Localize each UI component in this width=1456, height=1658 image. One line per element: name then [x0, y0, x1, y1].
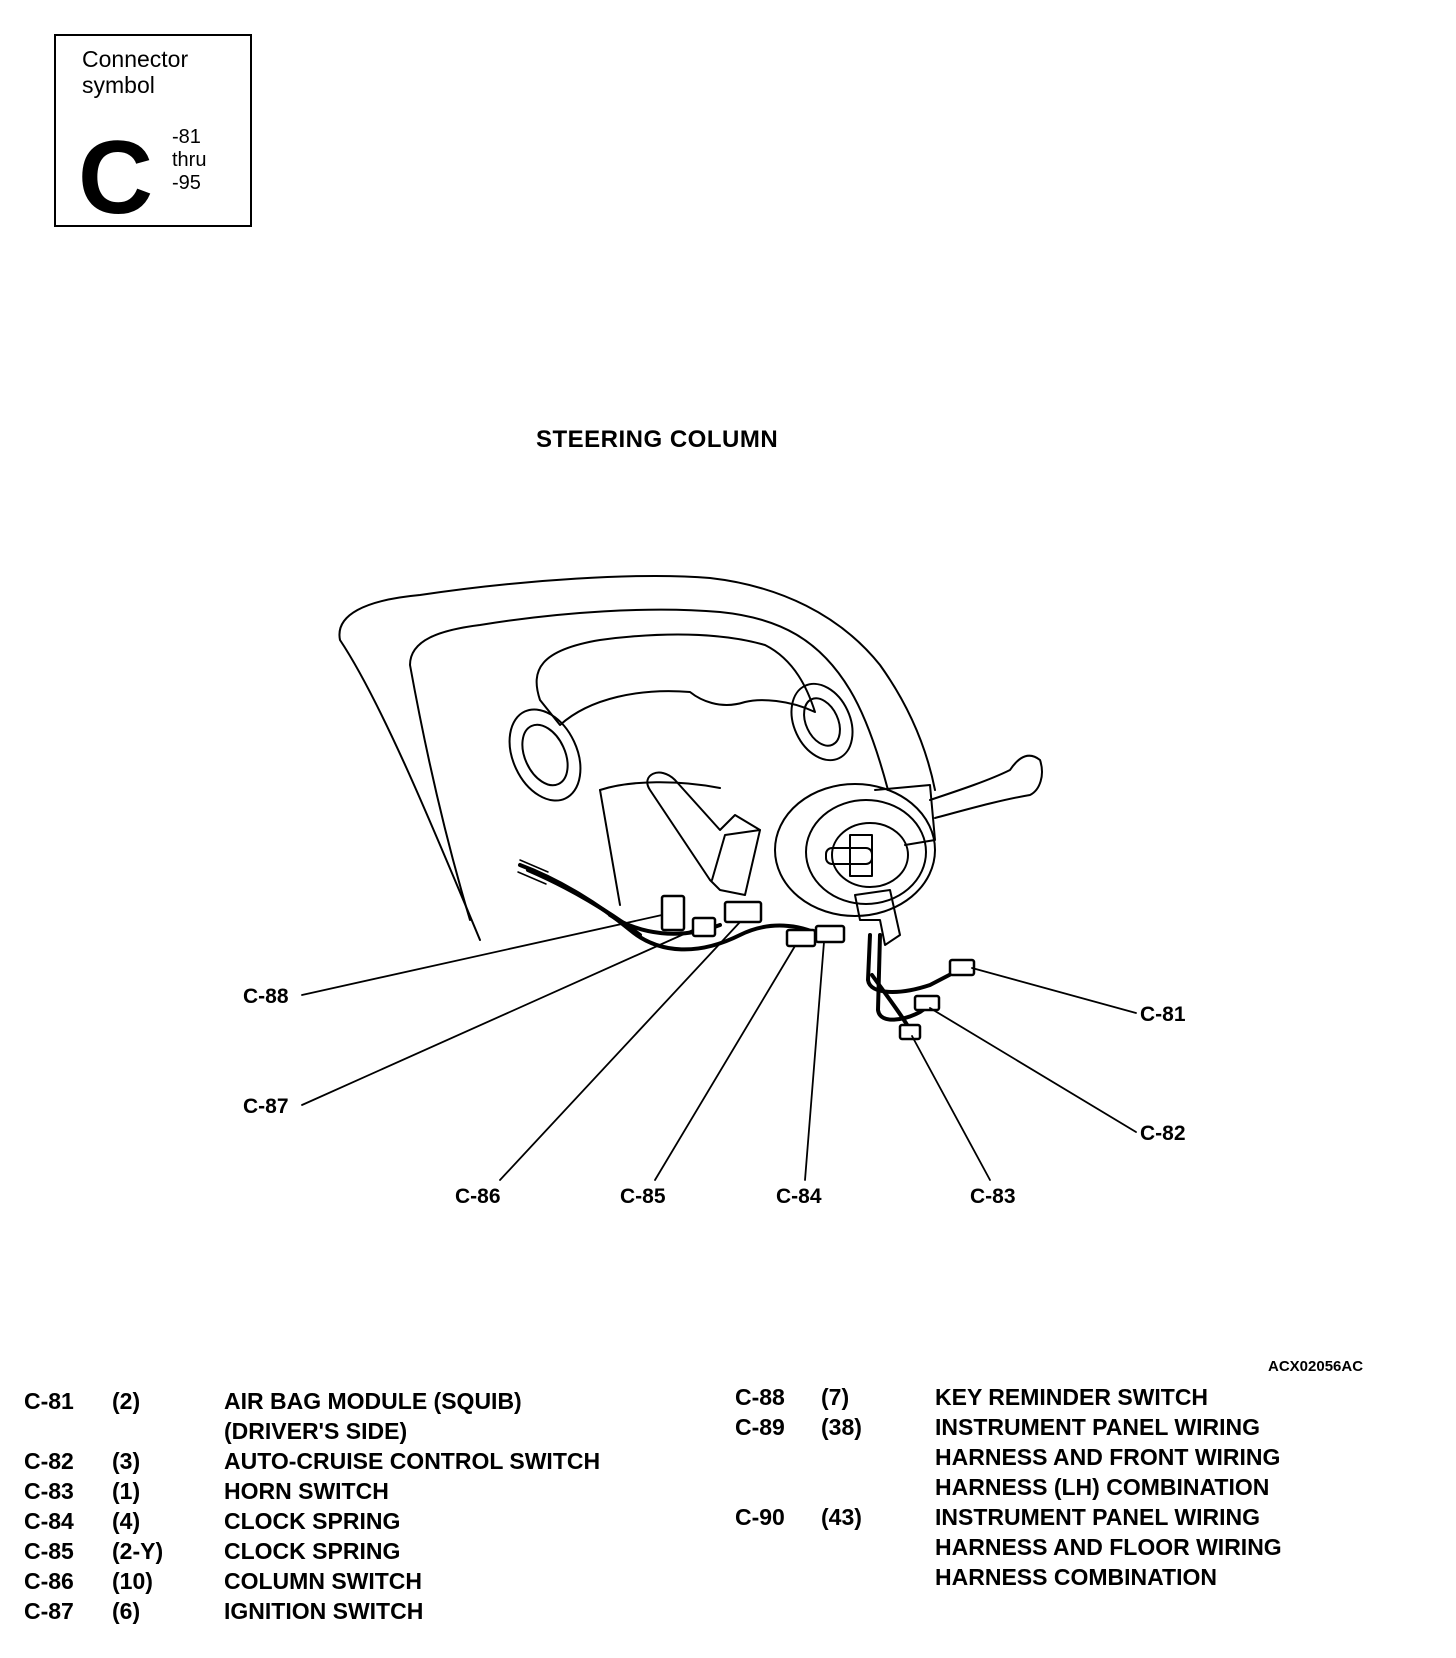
connector-description: HARNESS AND FRONT WIRING [935, 1444, 1281, 1470]
connector-id: C-87 [24, 1598, 74, 1624]
left-stalk [646, 771, 761, 896]
leader-c84 [804, 941, 825, 1181]
connector-c81 [948, 958, 976, 977]
column-hub [774, 783, 936, 917]
connector-id: C-89 [735, 1414, 785, 1440]
connector-id: C-88 [735, 1384, 785, 1410]
diagram-title: STEERING COLUMN [536, 426, 779, 453]
callout-c86: C-86 [455, 1185, 501, 1208]
leader-c82 [929, 1007, 1137, 1133]
connector-id: C-83 [24, 1478, 74, 1504]
callout-c88: C-88 [243, 985, 289, 1008]
callout-c84: C-84 [776, 1185, 822, 1208]
callout-c82: C-82 [1140, 1122, 1186, 1145]
connector-c82 [913, 994, 941, 1012]
part-number: ACX02056AC [1268, 1358, 1364, 1375]
right-stalk [929, 754, 1043, 819]
pin-count: (10) [112, 1568, 153, 1594]
connector-range: -81 thru -95 [172, 126, 206, 195]
pin-count: (2-Y) [112, 1538, 164, 1564]
connector-description: HORN SWITCH [224, 1478, 389, 1504]
pin-count: (6) [112, 1598, 141, 1624]
connector-description: CLOCK SPRING [224, 1508, 401, 1534]
range-end: -95 [172, 172, 201, 194]
connector-description: HARNESS (LH) COMBINATION [935, 1474, 1270, 1500]
connector-c87 [691, 916, 717, 938]
connector-description: KEY REMINDER SWITCH [935, 1384, 1209, 1410]
connector-description: AIR BAG MODULE (SQUIB) [224, 1388, 522, 1414]
leader-c81 [971, 967, 1137, 1014]
connector-blocks [660, 894, 976, 1041]
connector-id: C-86 [24, 1568, 74, 1594]
connector-description: HARNESS AND FLOOR WIRING [935, 1534, 1282, 1560]
connector-description: COLUMN SWITCH [224, 1568, 423, 1594]
pin-count: (43) [821, 1504, 862, 1530]
wiring-harness [518, 863, 957, 1032]
leader-c85 [654, 945, 796, 1181]
pin-count: (4) [112, 1508, 141, 1534]
connector-description: IGNITION SWITCH [224, 1598, 424, 1624]
connector-c83 [898, 1023, 922, 1041]
range-thru: thru [172, 149, 207, 171]
connector-description: AUTO-CRUISE CONTROL SWITCH [224, 1448, 601, 1474]
harness-end [517, 859, 551, 885]
connector-description: HARNESS COMBINATION [935, 1564, 1217, 1590]
leader-c87 [301, 929, 694, 1106]
leader-lines [301, 914, 1137, 1181]
connector-id: C-81 [24, 1388, 74, 1414]
connector-c88 [660, 894, 686, 932]
leader-c83 [911, 1035, 991, 1181]
range-start: -81 [172, 126, 201, 148]
connector-description: (DRIVER'S SIDE) [224, 1418, 408, 1444]
connector-id: C-90 [735, 1504, 785, 1530]
connector-c84 [814, 924, 846, 944]
clock-spring-bracket [854, 889, 901, 946]
connector-description: INSTRUMENT PANEL WIRING [935, 1414, 1260, 1440]
connector-id: C-84 [24, 1508, 74, 1534]
pin-count: (7) [821, 1384, 850, 1410]
connector-description: INSTRUMENT PANEL WIRING [935, 1504, 1260, 1530]
callout-c87: C-87 [243, 1095, 289, 1118]
connector-c85 [785, 928, 817, 948]
connector-symbol-title: Connector symbol [82, 46, 189, 98]
leader-c86 [499, 921, 741, 1181]
pin-count: (3) [112, 1448, 141, 1474]
connector-symbol-box: Connector symbol C -81 thru -95 [54, 34, 252, 236]
callout-c83: C-83 [970, 1185, 1016, 1208]
callout-c85: C-85 [620, 1185, 666, 1208]
connector-description: CLOCK SPRING [224, 1538, 401, 1564]
callout-c81: C-81 [1140, 1003, 1186, 1026]
pin-count: (38) [821, 1414, 862, 1440]
pin-count: (2) [112, 1388, 141, 1414]
leader-c88 [301, 914, 663, 996]
pin-count: (1) [112, 1478, 141, 1504]
connector-symbol-letter: C [78, 120, 154, 236]
connector-c86 [723, 900, 763, 924]
instrument-panel-outline [338, 574, 936, 941]
connector-id: C-85 [24, 1538, 74, 1564]
connector-id: C-82 [24, 1448, 74, 1474]
